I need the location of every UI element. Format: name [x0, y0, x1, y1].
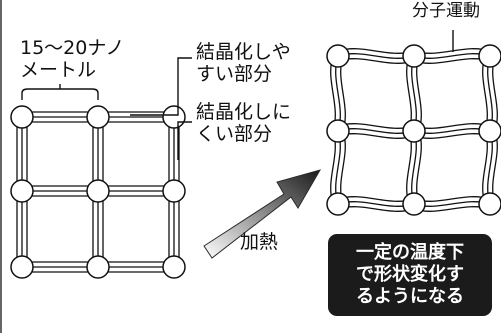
heating-label: 加熱: [240, 231, 279, 253]
crystal-node: [402, 44, 426, 68]
note-line-1: 一定の温度下: [356, 242, 464, 264]
chain-line: [413, 58, 491, 64]
chain-line: [413, 133, 491, 139]
size-label: 15〜20ナノ メートル: [20, 37, 125, 82]
crystal-node: [162, 255, 186, 279]
chain-line: [413, 196, 491, 202]
crystallizable-label: 結晶化しや すい部分: [196, 41, 291, 86]
leader-non-crystallizable: [177, 121, 192, 160]
non-crystallizable-label-line-1: 結晶化しに: [196, 101, 292, 123]
chain-line: [337, 123, 415, 129]
size-bracket: [21, 88, 99, 100]
non-crystallizable-label: 結晶化しに くい部分: [196, 101, 292, 146]
crystal-node: [162, 179, 186, 203]
crystallizable-label-line-2: すい部分: [196, 63, 273, 85]
crystal-node: [86, 255, 110, 279]
chain-line: [413, 48, 491, 54]
crystal-node: [10, 255, 34, 279]
chain-line: [337, 58, 415, 64]
heating-arrow: [203, 169, 322, 259]
crystal-node: [478, 119, 501, 143]
chain-line: [337, 133, 415, 139]
note-line-3: るようになる: [356, 285, 464, 307]
crystal-node: [402, 119, 426, 143]
crystal-node: [326, 192, 350, 216]
leader-crystallizable: [130, 57, 192, 116]
crystal-node: [10, 105, 34, 129]
chain-line: [337, 196, 415, 202]
chain-line: [413, 206, 491, 212]
non-crystallizable-label-line-2: くい部分: [196, 123, 273, 145]
ordered-lattice: [10, 105, 186, 279]
crystal-node: [326, 44, 350, 68]
shape-change-note: 一定の温度下 で形状変化す るようになる: [328, 234, 492, 316]
crystal-node: [478, 192, 501, 216]
crystal-node: [402, 192, 426, 216]
crystal-node: [86, 179, 110, 203]
crystal-node: [326, 119, 350, 143]
crystal-node: [86, 105, 110, 129]
size-label-line-1: 15〜20ナノ: [20, 37, 125, 59]
crystallizable-label-line-1: 結晶化しや: [196, 41, 291, 63]
chain-line: [337, 206, 415, 212]
molecular-motion-label: 分子運動: [412, 1, 480, 21]
crystal-node: [10, 179, 34, 203]
disordered-lattice: [326, 44, 501, 216]
chain-line: [337, 48, 415, 54]
crystal-node: [162, 105, 186, 129]
chain-line: [413, 123, 491, 129]
size-label-line-2: メートル: [20, 59, 97, 81]
note-line-2: で形状変化す: [356, 264, 464, 286]
crystal-node: [478, 44, 501, 68]
